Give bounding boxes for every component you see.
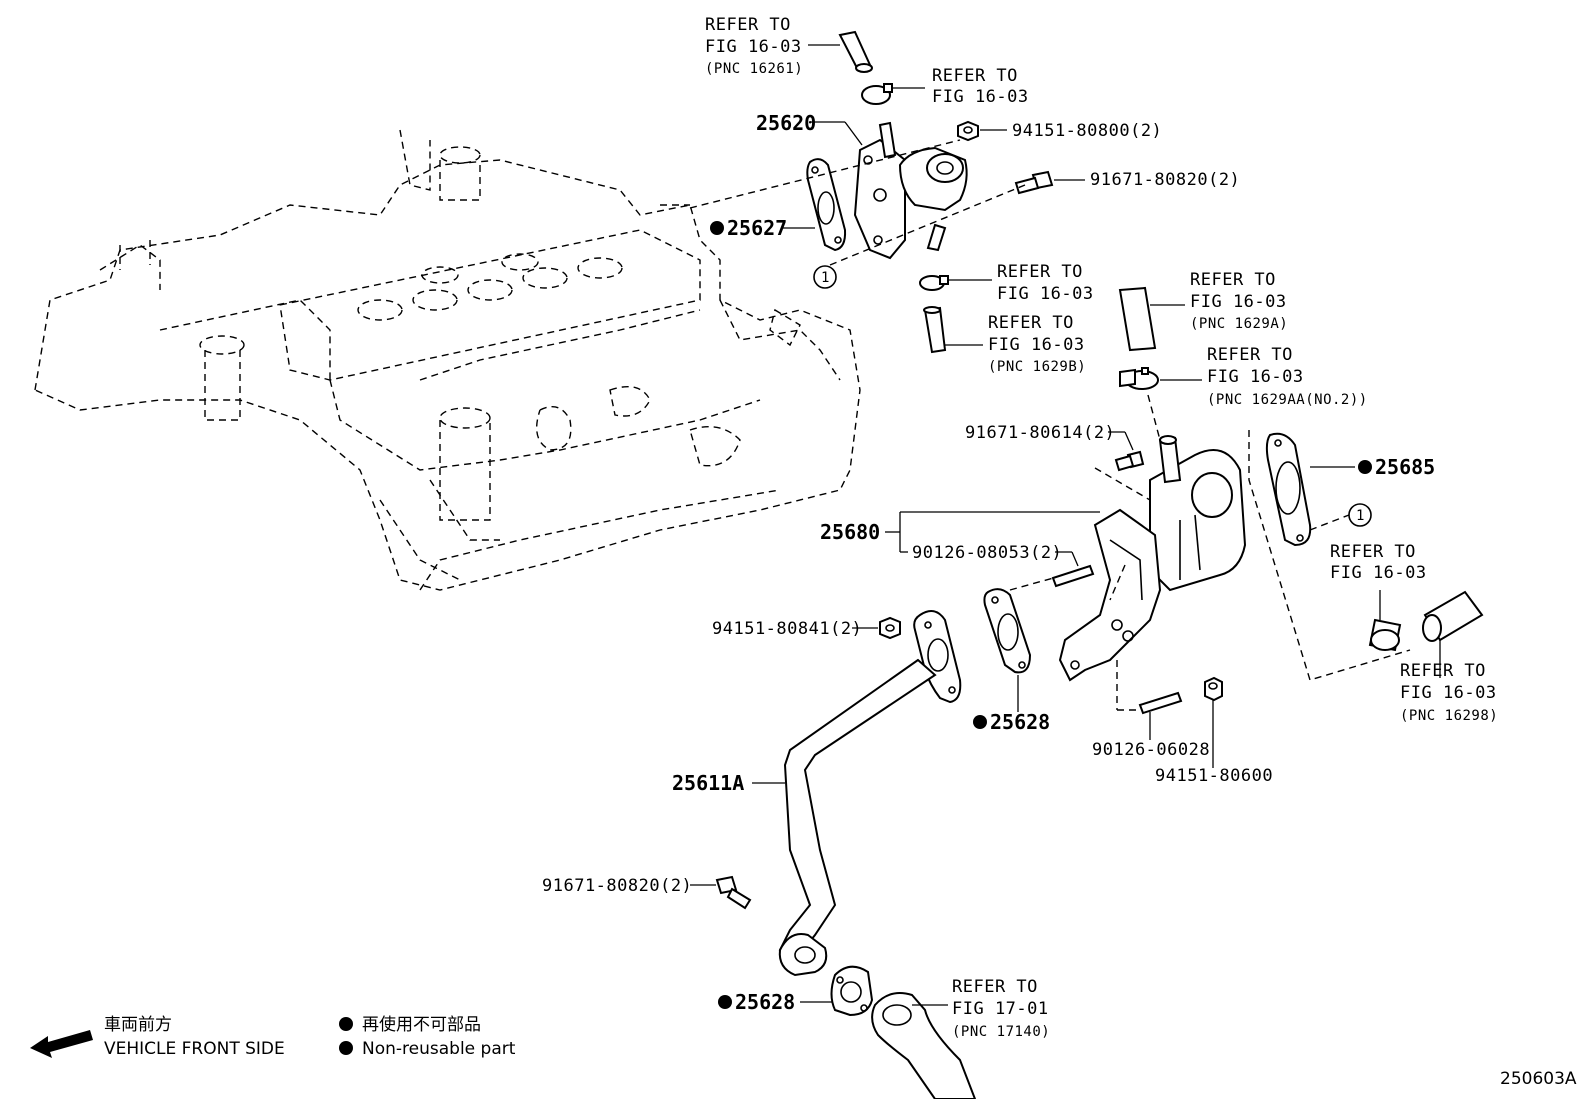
label-25620: 25620 — [756, 111, 816, 135]
hose-16261 — [838, 30, 873, 73]
label-90126-06028: 90126-06028 — [1092, 740, 1210, 760]
ref-circle-upper — [813, 265, 837, 289]
exhaust-refer: REFER TO — [952, 977, 1038, 997]
label-91671-80820-low: 91671-80820(2) — [542, 876, 692, 896]
label-25611a: 25611A — [672, 771, 744, 795]
legend-direction-jp: 車両前方 — [104, 1015, 172, 1035]
nonreusable-dot-25627 — [710, 221, 724, 235]
clamp-right-refer: REFER TO — [1330, 542, 1416, 562]
nut-94151-80800 — [957, 120, 979, 142]
legend-nonreusable-jp: 再使用不可部品 — [362, 1014, 481, 1035]
gasket-25685 — [1265, 432, 1312, 547]
hose-16298-pnc: (PNC 16298) — [1400, 708, 1498, 724]
hose-1629a — [1118, 286, 1157, 352]
label-25685: 25685 — [1375, 455, 1435, 479]
label-25627: 25627 — [727, 216, 787, 240]
gasket-25628-upper — [983, 588, 1032, 674]
label-90126-08053: 90126-08053(2) — [912, 543, 1062, 563]
hose-1629b-fig: FIG 16-03 — [988, 335, 1085, 355]
nonreusable-dot-25628-upper — [973, 715, 987, 729]
hose-16298-fig: FIG 16-03 — [1400, 683, 1497, 703]
egr-cooler-25680 — [1058, 435, 1247, 682]
label-91671-80820-top: 91671-80820(2) — [1090, 170, 1240, 190]
figure-id: 250603A — [1500, 1069, 1577, 1089]
hose-1629a-refer: REFER TO — [1190, 270, 1276, 290]
legend: 車両前方 VEHICLE FRONT SIDE 再使用不可部品 Non-reus… — [30, 1014, 516, 1059]
clamp-top — [861, 83, 893, 105]
exhaust-pnc: (PNC 17140) — [952, 1024, 1050, 1040]
clamp-mid-fig: FIG 16-03 — [997, 284, 1094, 304]
hose-top-pnc: (PNC 16261) — [705, 61, 803, 77]
clamp-right — [1368, 618, 1402, 652]
stud-90126-06028 — [1138, 691, 1183, 715]
label-91671-80614: 91671-80614(2) — [965, 423, 1115, 443]
nut-94151-80841 — [879, 616, 901, 640]
label-94151-80600: 94151-80600 — [1155, 766, 1273, 786]
clamp-top-fig: FIG 16-03 — [932, 87, 1029, 107]
legend-direction-en: VEHICLE FRONT SIDE — [104, 1039, 285, 1059]
hose-16298-refer: REFER TO — [1400, 661, 1486, 681]
label-94151-80800: 94151-80800(2) — [1012, 121, 1162, 141]
ref-circle-upper-text: 1 — [821, 270, 830, 286]
nut-94151-80600 — [1204, 676, 1223, 702]
gasket-25628-lower — [830, 965, 874, 1017]
egr-pipe-25611a — [778, 610, 962, 977]
clamp-1629aa-fig: FIG 16-03 — [1207, 367, 1304, 387]
nonreusable-dot-25685 — [1358, 460, 1372, 474]
label-25680: 25680 — [820, 520, 880, 544]
hose-top-refer: REFER TO — [705, 15, 791, 35]
label-25628-upper: 25628 — [990, 710, 1050, 734]
hose-1629b-refer: REFER TO — [988, 313, 1074, 333]
egr-valve-25620 — [853, 121, 968, 260]
engine-block — [34, 129, 861, 591]
exhaust-fig: FIG 17-01 — [952, 999, 1049, 1019]
clamp-top-refer: REFER TO — [932, 66, 1018, 86]
exhaust-manifold-17140 — [871, 992, 977, 1099]
hose-1629b-pnc: (PNC 1629B) — [988, 359, 1086, 375]
hose-1629a-pnc: (PNC 1629A) — [1190, 316, 1288, 332]
clamp-1629aa-pnc: (PNC 1629AA(NO.2)) — [1207, 392, 1368, 408]
hose-top-fig: FIG 16-03 — [705, 37, 802, 57]
front-arrow-icon — [30, 1030, 93, 1058]
hose-1629a-fig: FIG 16-03 — [1190, 292, 1287, 312]
bolt-91671-80820-low — [715, 875, 752, 910]
bolt-91671-80820-top — [1014, 170, 1054, 195]
label-25628-lower: 25628 — [735, 990, 795, 1014]
hose-1629b — [923, 306, 947, 354]
clamp-mid-refer: REFER TO — [997, 262, 1083, 282]
label-94151-80841: 94151-80841(2) — [712, 619, 862, 639]
clamp-1629aa-refer: REFER TO — [1207, 345, 1293, 365]
bolt-91671-80614 — [1114, 450, 1145, 472]
ref-circle-right-text: 1 — [1356, 508, 1365, 524]
legend-nonreusable-en: Non-reusable part — [362, 1039, 516, 1059]
gasket-25627 — [806, 158, 847, 252]
legend-dot-icon-jp — [339, 1017, 353, 1031]
clamp-right-fig: FIG 16-03 — [1330, 563, 1427, 583]
nonreusable-dot-25628-lower — [718, 995, 732, 1009]
stud-90126-08053 — [1051, 564, 1095, 588]
clamp-1629aa — [1119, 367, 1159, 390]
legend-dot-icon-en — [339, 1041, 353, 1055]
hose-16298 — [1422, 590, 1484, 642]
clamp-mid — [919, 275, 949, 291]
